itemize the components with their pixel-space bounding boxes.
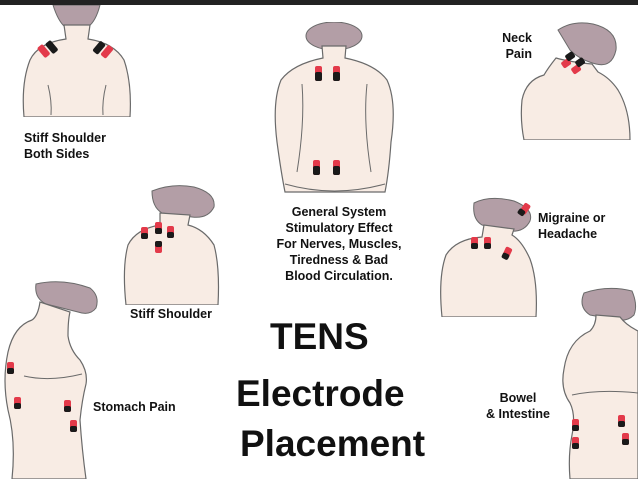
electrode-pair xyxy=(471,237,491,249)
figure-neck-back xyxy=(518,20,633,140)
label-stiff-shoulder-both-sides: Stiff Shoulder Both Sides xyxy=(24,130,106,162)
electrode-pair xyxy=(561,51,586,74)
electrode-pair xyxy=(618,415,629,445)
label-stomach-pain: Stomach Pain xyxy=(93,399,176,415)
title-tens: TENS xyxy=(270,316,369,357)
title-electrode: Electrode xyxy=(236,373,405,414)
label-line: For Nerves, Muscles, xyxy=(276,237,402,251)
top-border xyxy=(0,0,638,5)
label-stiff-shoulder: Stiff Shoulder xyxy=(130,306,212,322)
label-line: Stiff Shoulder xyxy=(24,131,106,145)
electrode-pair xyxy=(572,419,579,449)
label-line: Pain xyxy=(505,47,532,61)
label-line: Migraine or xyxy=(538,211,606,225)
label-line: Tiredness & Bad xyxy=(289,253,389,267)
label-migraine: Migraine or Headache xyxy=(538,210,605,242)
label-line: Blood Circulation. xyxy=(285,269,393,283)
label-line: Both Sides xyxy=(24,147,90,161)
electrode-pair xyxy=(315,66,340,81)
label-line: Bowel xyxy=(499,391,537,405)
label-line: & Intestine xyxy=(486,407,550,421)
figure-side-torso xyxy=(0,280,100,479)
label-bowel: Bowel & Intestine xyxy=(476,390,560,422)
label-line: Stomach Pain xyxy=(93,400,176,414)
label-neck-pain: Neck Pain xyxy=(480,30,532,62)
electrode-pair xyxy=(313,160,340,175)
label-line: Headache xyxy=(538,227,598,241)
figure-shoulders-back xyxy=(18,5,133,117)
electrode-pair xyxy=(37,40,58,58)
title-placement: Placement xyxy=(240,423,426,464)
electrode-pair xyxy=(93,41,114,59)
label-line: Stimulatory Effect xyxy=(285,221,393,235)
electrode-pair xyxy=(7,362,21,409)
figure-full-back xyxy=(267,22,402,197)
label-line: General System xyxy=(291,205,387,219)
electrode-pair xyxy=(501,202,531,260)
label-general-system: General System Stimulatory Effect For Ne… xyxy=(260,204,418,284)
figure-shoulder-back xyxy=(122,183,222,305)
figure-side-torso-right xyxy=(546,285,638,479)
electrode-pair xyxy=(141,222,174,253)
label-line: Stiff Shoulder xyxy=(130,307,212,321)
figure-head-back xyxy=(438,195,538,317)
label-line: Neck xyxy=(502,31,532,45)
electrode-pair xyxy=(64,400,77,432)
